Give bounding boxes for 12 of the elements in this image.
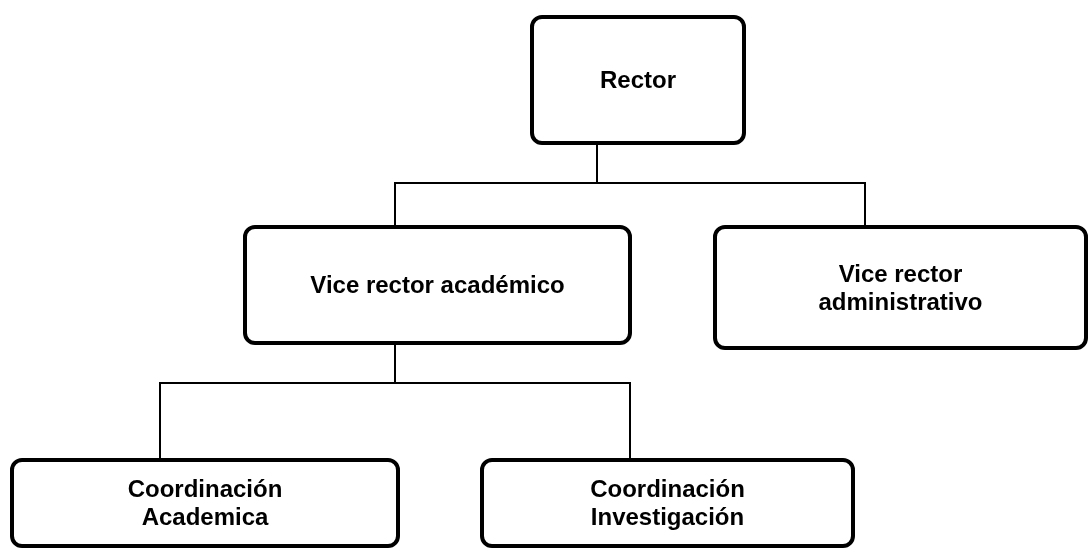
org-box xyxy=(243,225,632,345)
org-box xyxy=(10,458,400,548)
connector-line xyxy=(394,344,631,459)
box-label: Vice rector académico xyxy=(310,271,565,299)
box-label: Rector xyxy=(600,66,676,94)
org-box xyxy=(713,225,1088,350)
box-label: Vice rector administrativo xyxy=(817,259,984,316)
org-box xyxy=(530,15,746,145)
connector-line xyxy=(596,144,866,226)
box-label: Coordinación Investigación xyxy=(589,475,746,531)
box-label: Coordinación Academica xyxy=(126,475,284,531)
org-box xyxy=(480,458,855,548)
